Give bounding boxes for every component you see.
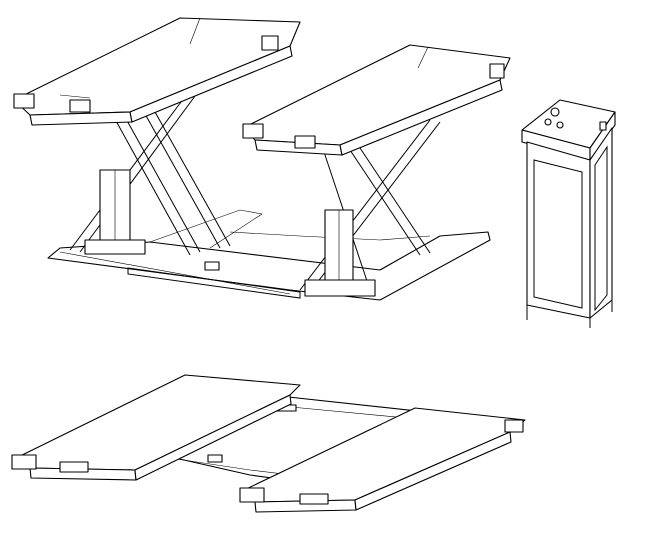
lowered-scissor-lift [11, 374, 526, 513]
left-platform [13, 17, 301, 126]
right-lowered-platform [239, 407, 526, 513]
right-platform [242, 44, 511, 156]
left-lowered-platform [11, 374, 301, 481]
control-cabinet [521, 99, 616, 328]
left-scissor-mechanism [69, 89, 231, 256]
right-scissor-mechanism [299, 119, 441, 297]
raised-scissor-lift [13, 17, 511, 301]
